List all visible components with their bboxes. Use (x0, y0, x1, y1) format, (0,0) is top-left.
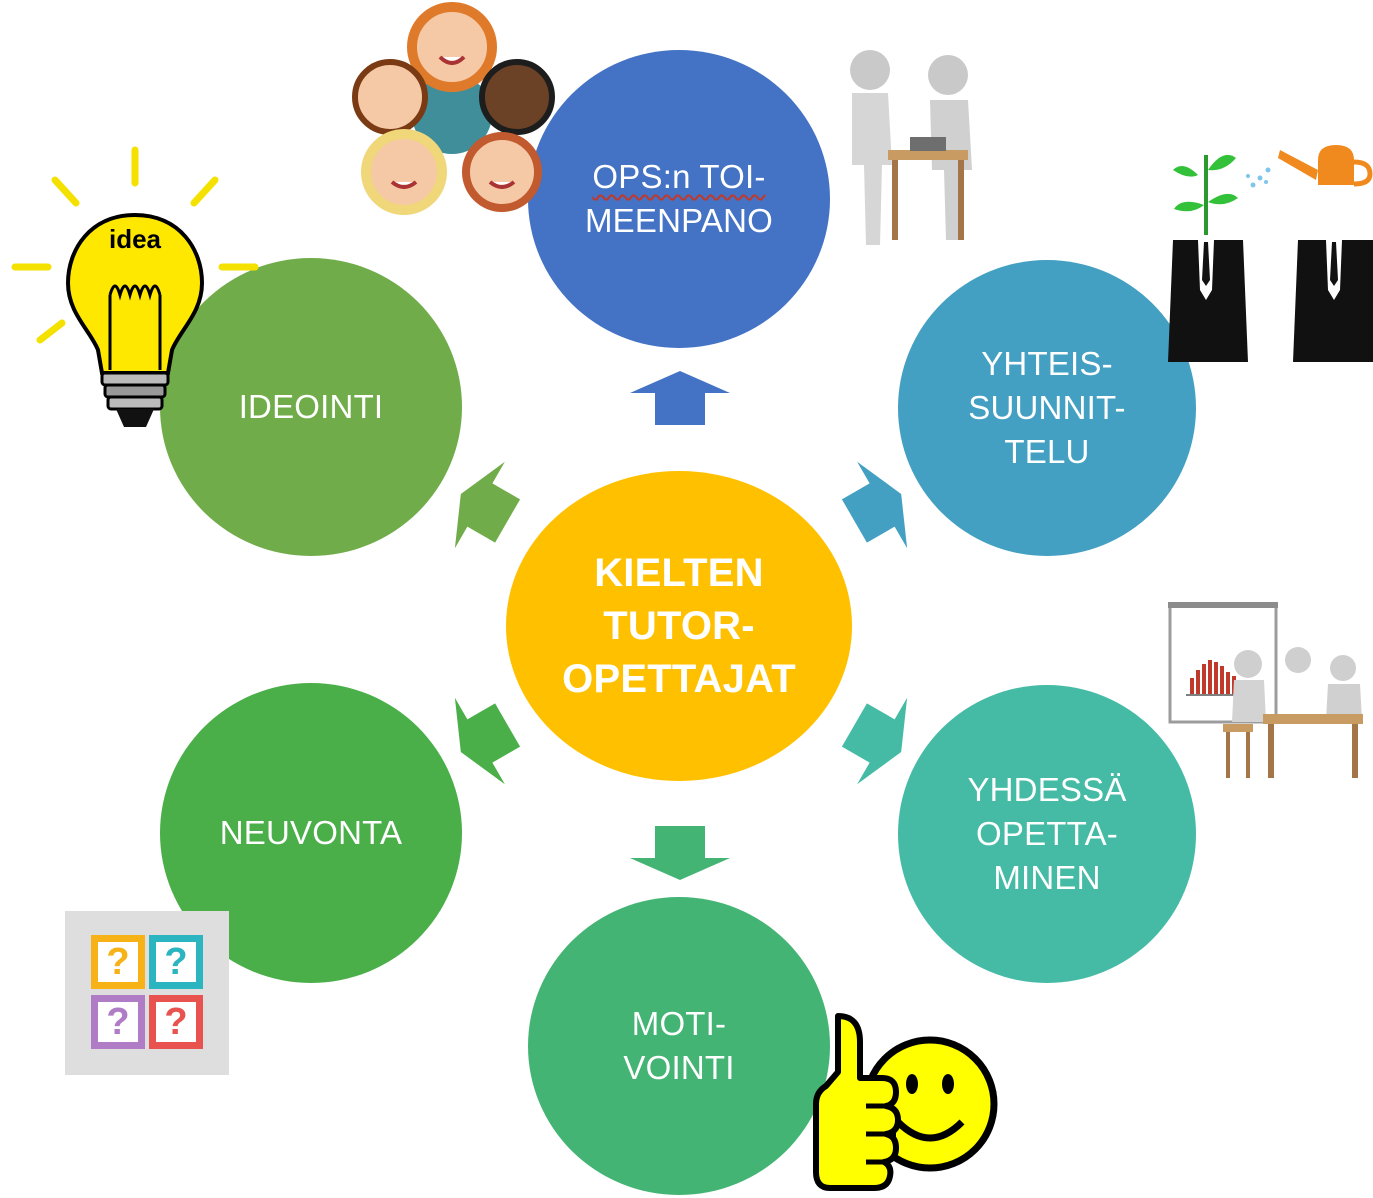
lightbulb-label: idea (109, 224, 162, 254)
thumbs-up-smiley-icon (813, 1013, 998, 1191)
node-ideointi: IDEOINTI (160, 258, 462, 556)
node-motivointi: MOTI- VOINTI (528, 897, 830, 1195)
question-mark-red: ? (149, 995, 203, 1049)
node-motivointi-line-1: MOTI- (631, 1005, 727, 1042)
node-yhteissuunnittelu-line-3: TELU (1004, 433, 1090, 470)
node-motivointi-line-2: VOINTI (623, 1049, 735, 1086)
node-neuvonta-line-1: NEUVONTA (219, 814, 403, 851)
question-mark-purple: ? (91, 995, 145, 1049)
arrow-to-ideointi (454, 461, 521, 549)
question-mark-yellow: ? (91, 935, 145, 989)
node-ideointi-line-1: IDEOINTI (238, 388, 384, 425)
center-circle: KIELTEN TUTOR- OPETTAJAT (506, 471, 852, 781)
arrow-to-ops (630, 371, 730, 425)
node-ops-line-1: OPS:n TOI- (592, 158, 766, 195)
node-yhdessa-line-1: YHDESSÄ (967, 771, 1127, 808)
lightbulb-icon: idea (11, 146, 259, 427)
question-mark-teal: ? (149, 935, 203, 989)
node-yhdessa: YHDESSÄ OPETTA- MINEN (898, 685, 1196, 983)
node-yhteissuunnittelu-line-1: YHTEIS- (981, 345, 1113, 382)
center-line-3: OPETTAJAT (562, 656, 796, 701)
people-at-table-icon (850, 50, 972, 245)
question-marks-icon: ? ? ? ? (65, 911, 229, 1075)
node-yhteissuunnittelu: YHTEIS- SUUNNIT- TELU (898, 260, 1196, 556)
center-line-1: KIELTEN (594, 550, 764, 595)
meeting-presentation-icon (1168, 602, 1363, 778)
node-ops-line-2: MEENPANO (584, 202, 773, 239)
node-yhdessa-line-3: MINEN (993, 859, 1101, 896)
center-line-2: TUTOR- (603, 603, 755, 648)
arrow-to-neuvonta (454, 697, 521, 785)
plant-watering-icon (1168, 145, 1373, 362)
node-yhdessa-line-2: OPETTA- (976, 815, 1118, 852)
arrow-to-yhteissuunnittelu (841, 461, 908, 549)
node-yhteissuunnittelu-line-2: SUUNNIT- (968, 389, 1126, 426)
children-huddle-icon (352, 2, 555, 215)
arrow-to-motivointi (630, 826, 730, 880)
arrow-to-yhdessa (841, 697, 908, 785)
node-ops: OPS:n TOI- MEENPANO (528, 50, 830, 348)
